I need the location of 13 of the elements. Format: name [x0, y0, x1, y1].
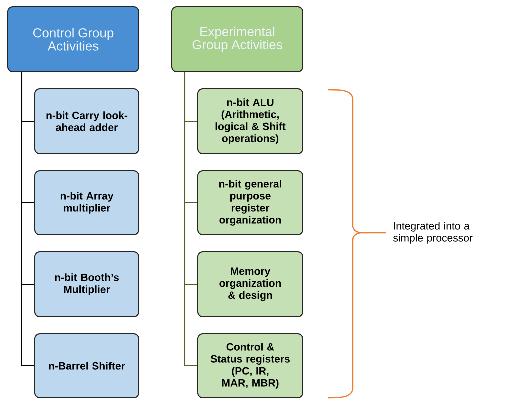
activity-box: Control & Status registers (PC, IR, MAR, MBR) — [198, 334, 304, 398]
note-text: Integrated into a simple processor — [394, 222, 473, 244]
activity-box: Memory organization & design — [198, 252, 304, 318]
activity-box: n-bit Array multiplier — [34, 170, 140, 236]
activity-box: n-bit ALU (Arithmetic, logical & Shift operations) — [198, 88, 304, 154]
connector-line — [22, 72, 35, 366]
activity-box: n-bit Carry look-ahead adder — [34, 88, 140, 154]
connector-line — [184, 72, 198, 366]
activity-box: n-bit Booth’s Multiplier — [34, 252, 140, 318]
activity-box: n-bit general purpose register organization — [198, 170, 304, 236]
header-box: Experimental Group Activities — [172, 6, 304, 72]
activity-box: n-Barrel Shifter — [34, 334, 140, 398]
header-box: Control Group Activities — [8, 6, 140, 72]
